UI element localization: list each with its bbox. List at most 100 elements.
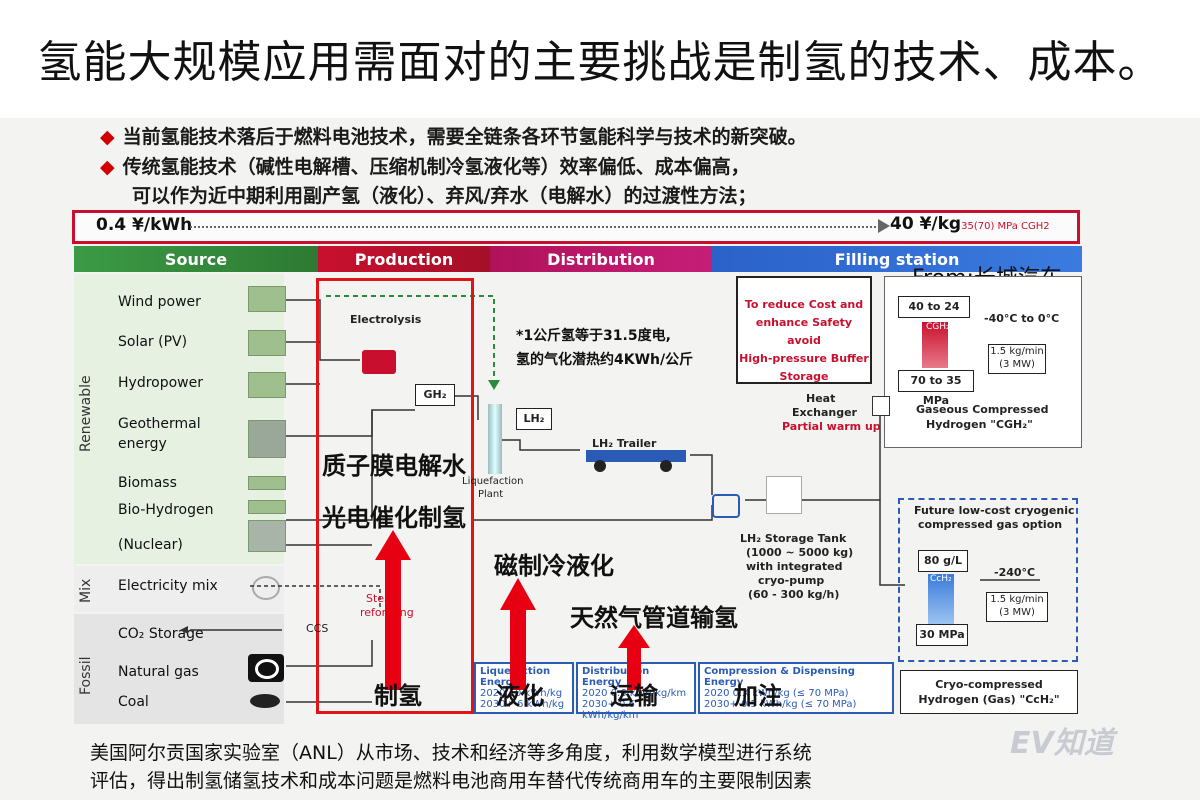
liquefaction-label-2: Plant bbox=[478, 489, 504, 500]
note-line-2: 氢的气化潜热约4KWh/公斤 bbox=[516, 352, 694, 368]
electrolysis-label: Electrolysis bbox=[350, 313, 422, 326]
biohydrogen-icon bbox=[248, 500, 286, 514]
tank-label-3: with integrated bbox=[746, 560, 843, 573]
note-line-1: *1公斤氢等于31.5度电, bbox=[516, 328, 671, 344]
cch2-tank-label: CcH₂ bbox=[930, 574, 952, 584]
pressure-70-box: 70 to 35 MPa bbox=[898, 370, 974, 407]
bullet-3-text: 可以作为近中期利用副产氢（液化）、弃风/弃水（电解水）的过渡性方法； bbox=[132, 185, 757, 207]
rate-box-1: 1.5 kg/min (3 MW) bbox=[988, 344, 1046, 374]
gas-ring-icon bbox=[248, 654, 284, 682]
source-hydro: Hydropower bbox=[118, 375, 203, 391]
liquefaction-label-1: Liquefaction bbox=[462, 476, 524, 487]
stage-source: Source bbox=[74, 246, 318, 272]
bullet-1: ◆当前氢能技术落后于燃料电池技术，需要全链条各环节氢能科学与技术的新突破。 bbox=[100, 122, 807, 149]
pump-icon bbox=[712, 494, 740, 518]
energy-comp-row-2: 2030+ 0.5 kWh/kg (≤ 70 MPa) bbox=[704, 699, 857, 710]
biomass-icon bbox=[248, 476, 286, 490]
caption-line-2: 评估，得出制氢储氢技术和成本问题是燃料电池商用车替代传统商用车的主要限制因素 bbox=[90, 770, 813, 792]
rate-1-a: 1.5 kg/min bbox=[990, 346, 1044, 357]
density-80-box: 80 g/L bbox=[918, 550, 968, 572]
temp-range-2: -240°C bbox=[994, 566, 1036, 579]
lh2-box: LH₂ bbox=[516, 408, 552, 430]
overlay-transport: 运输 bbox=[610, 682, 658, 710]
cryo-compressed-box: Cryo-compressed Hydrogen (Gas) "CcH₂" bbox=[900, 670, 1078, 714]
trailer-label: LH₂ Trailer bbox=[592, 437, 657, 450]
watermark-logo: EV知道 bbox=[1010, 726, 1114, 761]
heat-label-3: Partial warm up bbox=[782, 420, 881, 433]
source-wind: Wind power bbox=[118, 294, 201, 310]
temp-range-1: -40°C to 0°C bbox=[984, 312, 1060, 325]
electrolyzer-icon bbox=[362, 350, 396, 374]
energy-compression: Compression & Dispensing Energy 2020 0.X… bbox=[698, 662, 894, 714]
storage-tank-icon bbox=[766, 476, 802, 514]
trailer-wheel-icon bbox=[594, 460, 606, 472]
arrow-up-icon bbox=[618, 625, 650, 690]
renewable-panel bbox=[74, 274, 284, 564]
heat-exchanger-icon bbox=[872, 396, 890, 416]
cost-right-main: 40 ¥/kg bbox=[890, 214, 962, 234]
rate-2-a: 1.5 kg/min bbox=[990, 594, 1044, 605]
coal-icon bbox=[250, 694, 280, 708]
trailer-icon bbox=[586, 450, 686, 462]
source-coal: Coal bbox=[118, 694, 149, 710]
overlay-fill: 加注 bbox=[734, 682, 782, 710]
energy-liq-row-1: 2020 10 kWh/kg bbox=[480, 688, 563, 699]
energy-dist-title: Distribution Energy bbox=[582, 666, 650, 688]
arrow-up-icon bbox=[500, 578, 536, 690]
production-highlight-box bbox=[316, 278, 474, 714]
cost-arrow-line bbox=[190, 226, 880, 228]
hydro-dam-icon bbox=[248, 372, 286, 398]
reduce-cost-line-4: Storage bbox=[779, 370, 829, 383]
source-natural-gas: Natural gas bbox=[118, 664, 199, 680]
cost-right-value: 40 ¥/kg35(70) MPa CGH2 bbox=[890, 214, 1050, 234]
source-geothermal: Geothermal bbox=[118, 416, 201, 432]
source-biomass: Biomass bbox=[118, 475, 177, 491]
bullet-2: ◆传统氢能技术（碱性电解槽、压缩机制冷氢液化等）效率偏低、成本偏高， bbox=[100, 152, 750, 179]
cgh2-tank-icon bbox=[922, 322, 948, 368]
page-title: 氢能大规模应用需面对的主要挑战是制氢的技术、成本。 bbox=[37, 37, 1163, 88]
gh2-box: GH₂ bbox=[415, 384, 455, 406]
overlay-make-hydrogen: 制氢 bbox=[374, 682, 422, 710]
caption-line-1: 美国阿尔贡国家实验室（ANL）从市场、技术和经济等多角度，利用数学模型进行系统 bbox=[90, 742, 812, 764]
energy-comp-title: Compression & Dispensing Energy bbox=[704, 666, 855, 688]
energy-dist-row-1: 2020 0.6 kWh/kg/km bbox=[582, 688, 687, 699]
solar-panel-icon bbox=[248, 330, 286, 356]
reduce-cost-box: To reduce Cost and enhance Safety avoid … bbox=[736, 276, 872, 384]
source-biohydrogen: Bio-Hydrogen bbox=[118, 502, 214, 518]
energy-comp-row-1: 2020 0.X kWh/kg (≤ 70 MPa) bbox=[704, 688, 849, 699]
electricity-icon bbox=[252, 576, 280, 600]
source-solar: Solar (PV) bbox=[118, 334, 188, 350]
overlay-pipeline: 天然气管道输氢 bbox=[570, 604, 738, 632]
pressure-30-box: 30 MPa bbox=[916, 624, 968, 646]
tank-label-5: (60 - 300 kg/h) bbox=[748, 588, 840, 601]
arrow-up-icon bbox=[375, 530, 411, 690]
wind-turbine-icon bbox=[248, 286, 286, 312]
geothermal-plant-icon bbox=[248, 420, 286, 458]
tank-label-2: (1000 ~ 5000 kg) bbox=[746, 546, 854, 559]
overlay-liquefy: 液化 bbox=[496, 682, 544, 710]
rate-1-b: (3 MW) bbox=[999, 359, 1035, 370]
bullet-1-text: 当前氢能技术落后于燃料电池技术，需要全链条各环节氢能科学与技术的新突破。 bbox=[122, 126, 807, 148]
future-label-1: Future low-cost cryogenic bbox=[914, 504, 1075, 517]
reduce-cost-line-3: High-pressure Buffer bbox=[739, 352, 869, 365]
trailer-wheel-icon bbox=[660, 460, 672, 472]
source-electricity-mix: Electricity mix bbox=[118, 578, 218, 594]
cost-right-sub: 35(70) MPa CGH2 bbox=[961, 221, 1050, 232]
tank-label-4: cryo-pump bbox=[758, 574, 825, 587]
stage-distribution: Distribution bbox=[490, 246, 712, 272]
stage-header: Source Production Distribution Filling s… bbox=[74, 246, 1082, 272]
stage-filling-station: Filling station bbox=[712, 246, 1082, 272]
stage-production: Production bbox=[318, 246, 490, 272]
arrow-right-icon bbox=[878, 219, 890, 233]
gaseous-label-1: Gaseous Compressed bbox=[916, 403, 1049, 416]
source-geothermal-2: energy bbox=[118, 436, 167, 452]
future-option-box bbox=[898, 498, 1078, 662]
overlay-magnetic-refrigeration: 磁制冷液化 bbox=[494, 552, 614, 580]
ccs-label: CCS bbox=[306, 622, 329, 635]
liquefaction-tower-icon bbox=[488, 404, 502, 474]
cch2-tank-icon bbox=[928, 574, 954, 624]
gaseous-label-2: Hydrogen "CGH₂" bbox=[926, 418, 1033, 431]
energy-dist-row-2: 2030+ 0.6 kWh/kg/km bbox=[582, 699, 639, 721]
overlay-photocatalysis: 光电催化制氢 bbox=[322, 504, 466, 532]
nuclear-plant-icon bbox=[248, 520, 286, 552]
